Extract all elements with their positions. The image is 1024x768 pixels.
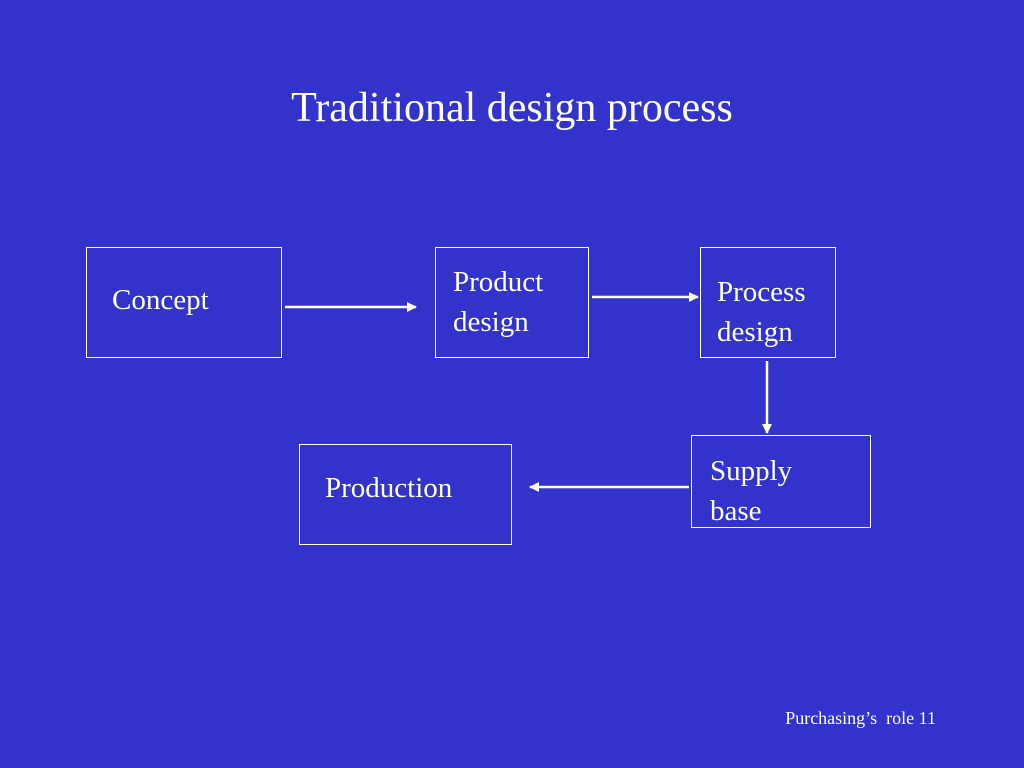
node-concept: Concept	[86, 247, 282, 358]
node-process-design-label: Process design	[717, 276, 806, 348]
node-process-design: Process design	[700, 247, 836, 358]
node-product-design-label: Product design	[453, 266, 544, 338]
node-supply-base-label: Supply base	[710, 455, 793, 527]
node-supply-base: Supply base	[691, 435, 871, 528]
node-concept-label: Concept	[112, 284, 209, 316]
slide-title: Traditional design process	[291, 85, 733, 131]
node-production-label: Production	[325, 472, 453, 504]
node-production: Production	[299, 444, 512, 545]
node-product-design: Product design	[435, 247, 589, 358]
slide-footer: Purchasing’s role 11	[785, 708, 936, 728]
